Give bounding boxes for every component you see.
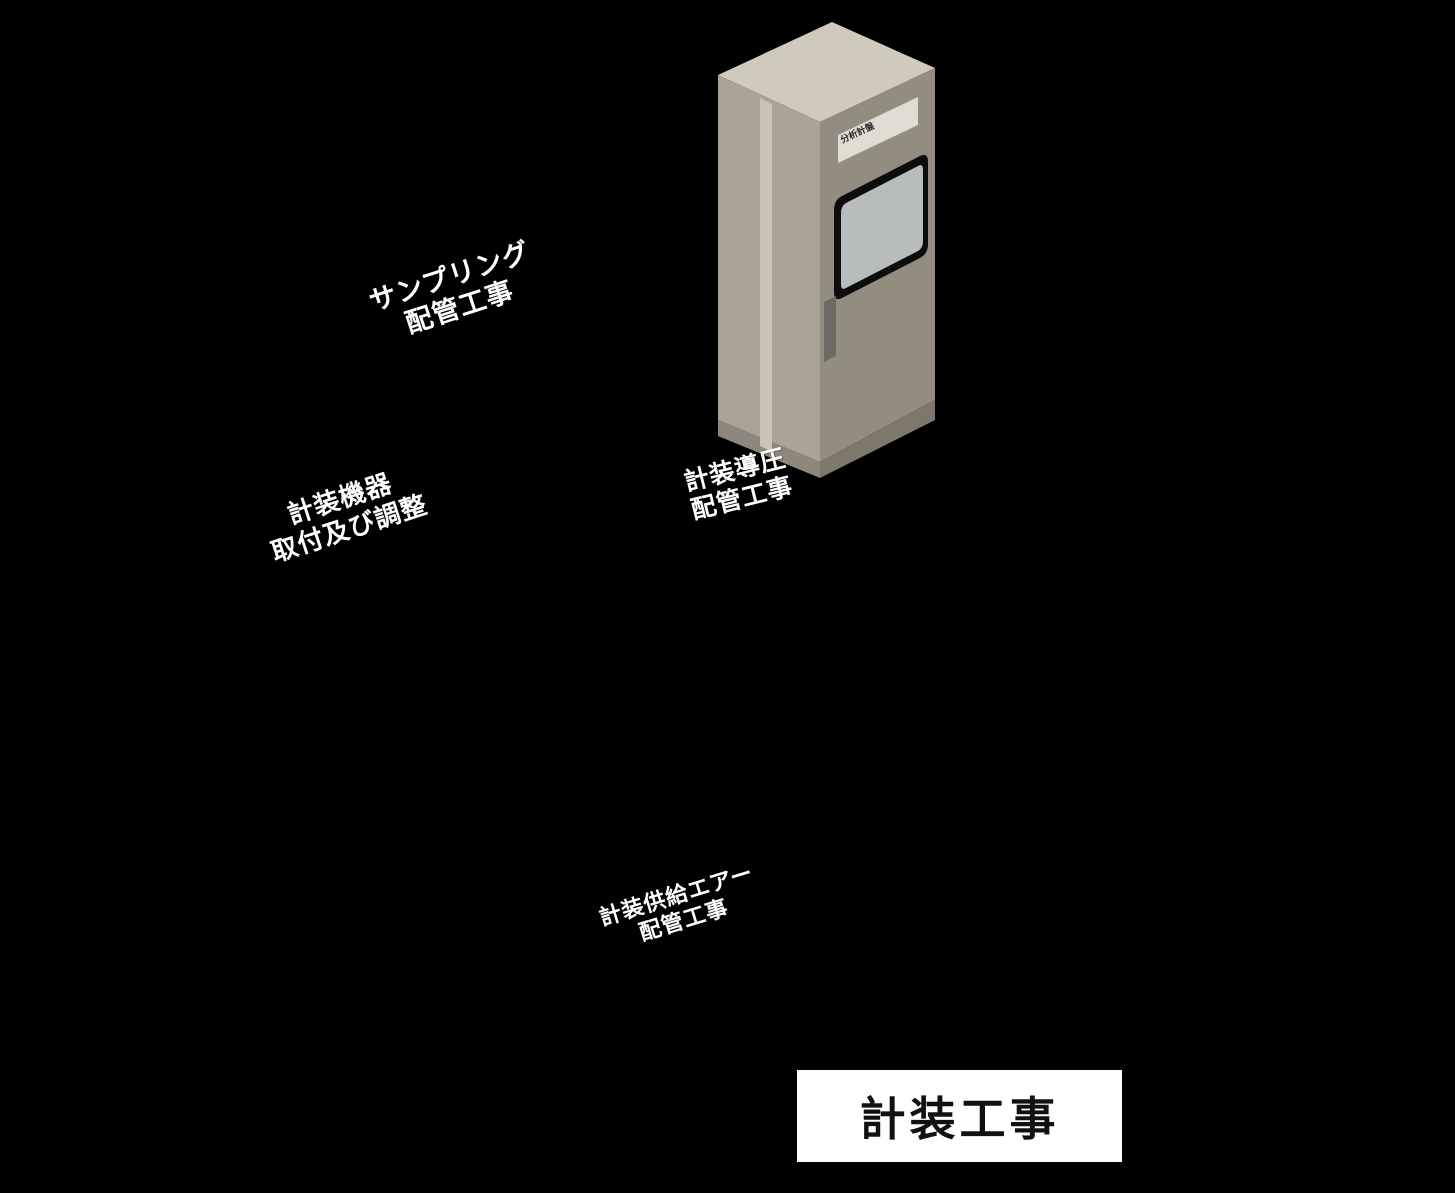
diagram-title-text: 計装工事 <box>859 1092 1060 1146</box>
cabinet-nameplate-plate <box>838 97 918 163</box>
diagram-title-box: 計装工事 <box>795 1068 1124 1164</box>
instrument-device-banner-text: 計装機器 取付及び調整 <box>267 469 432 569</box>
impulse-piping-banner-text: 計装導圧 配管工事 <box>680 442 796 525</box>
cabinet-window <box>834 154 928 300</box>
analyzer-cabinet <box>718 22 935 478</box>
